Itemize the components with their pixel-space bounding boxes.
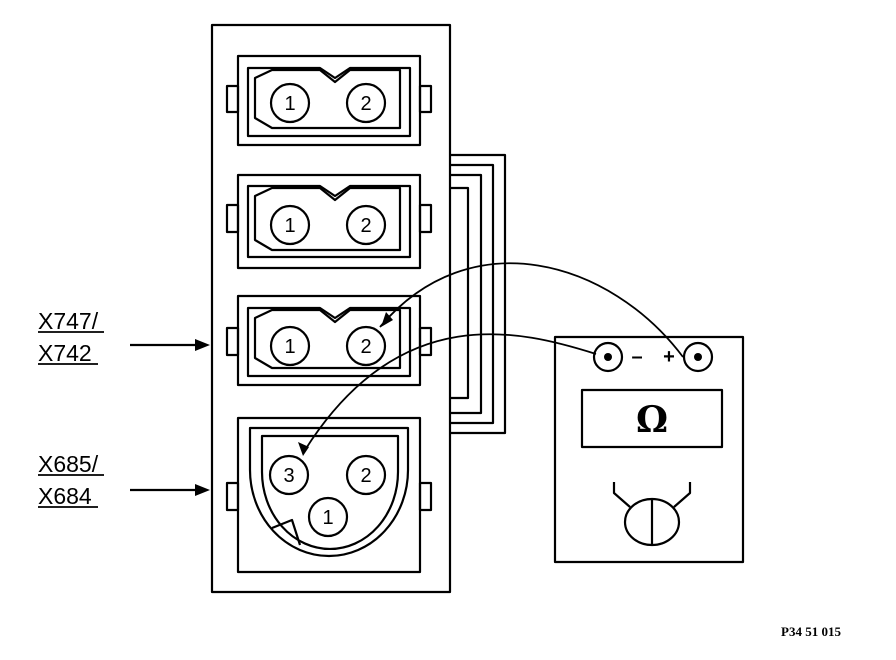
label-x685: X685/ [38, 451, 99, 477]
socket-3 [225, 294, 433, 387]
arrow-head-b [195, 484, 210, 496]
lead-tip-2 [381, 312, 393, 327]
meter-ohm-symbol: Ω [636, 399, 668, 441]
socket-3-pin-a: 1 [284, 336, 295, 358]
ohmmeter-selector-icon [612, 482, 692, 547]
meter-plus-label: + [663, 346, 675, 368]
label-arrows [130, 343, 198, 492]
connector-housing [210, 23, 452, 594]
label-x742: X742 [38, 340, 92, 366]
label-x747: X747/ [38, 308, 99, 334]
lead-tip-3 [298, 442, 309, 456]
socket-3-pin-b: 2 [360, 336, 371, 358]
meter-minus-label: – [631, 346, 642, 368]
ohmmeter [553, 335, 745, 564]
socket-4-pin-a: 3 [283, 465, 294, 487]
socket-2 [225, 173, 433, 270]
socket-2-pin-b: 2 [360, 215, 371, 237]
label-underlines [38, 331, 104, 508]
arrow-head-a [195, 339, 210, 351]
meter-jack-minus [592, 341, 624, 373]
wire-harness-loops [450, 153, 507, 435]
socket-4-pin-b: 2 [360, 465, 371, 487]
socket-1 [225, 54, 433, 147]
socket-4-pin-c: 1 [322, 507, 333, 529]
socket-1-pin-a: 1 [284, 93, 295, 115]
label-x684: X684 [38, 483, 92, 509]
figure-reference: P34 51 015 [781, 624, 841, 639]
socket-4 [225, 416, 433, 574]
meter-jack-plus [682, 341, 714, 373]
meter-display [580, 388, 724, 449]
socket-2-pin-a: 1 [284, 215, 295, 237]
test-leads [304, 262, 684, 451]
socket-1-pin-b: 2 [360, 93, 371, 115]
